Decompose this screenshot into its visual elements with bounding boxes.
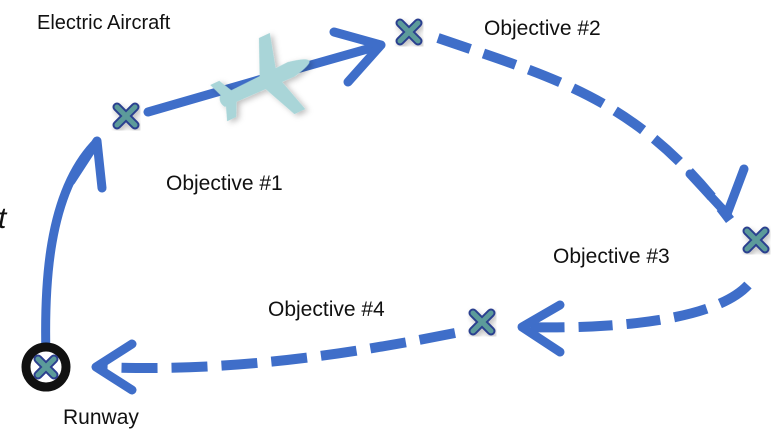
arrowhead-objective-1-to-objective-2 [329, 27, 386, 87]
objective-1-marker [112, 102, 140, 130]
arrowhead-runway-to-objective-1 [66, 136, 107, 193]
objective-3-marker [742, 226, 770, 254]
airplane-icon [210, 32, 310, 122]
objective-3-label: Objective #3 [553, 245, 670, 268]
objective-4-marker [468, 308, 496, 336]
cut-off-glyph: t [0, 202, 8, 235]
path-objective-3-to-objective-4 [519, 281, 752, 333]
runway-label: Runway [63, 406, 139, 429]
electric-aircraft-label: Electric Aircraft [37, 12, 171, 34]
objective-4-label: Objective #4 [268, 298, 385, 321]
arrowhead-objective-4-to-runway [91, 339, 137, 395]
runway-ring-icon [21, 342, 71, 392]
path-objective-4-to-runway [95, 328, 456, 373]
path-objective-2-to-objective-3 [436, 33, 734, 224]
arrowhead-objective-2-to-objective-3 [685, 164, 749, 219]
arrowhead-objective-3-to-objective-4 [517, 300, 565, 357]
objective-2-marker [395, 18, 423, 46]
objective-1-label: Objective #1 [166, 172, 283, 195]
objective-2-label: Objective #2 [484, 17, 601, 40]
